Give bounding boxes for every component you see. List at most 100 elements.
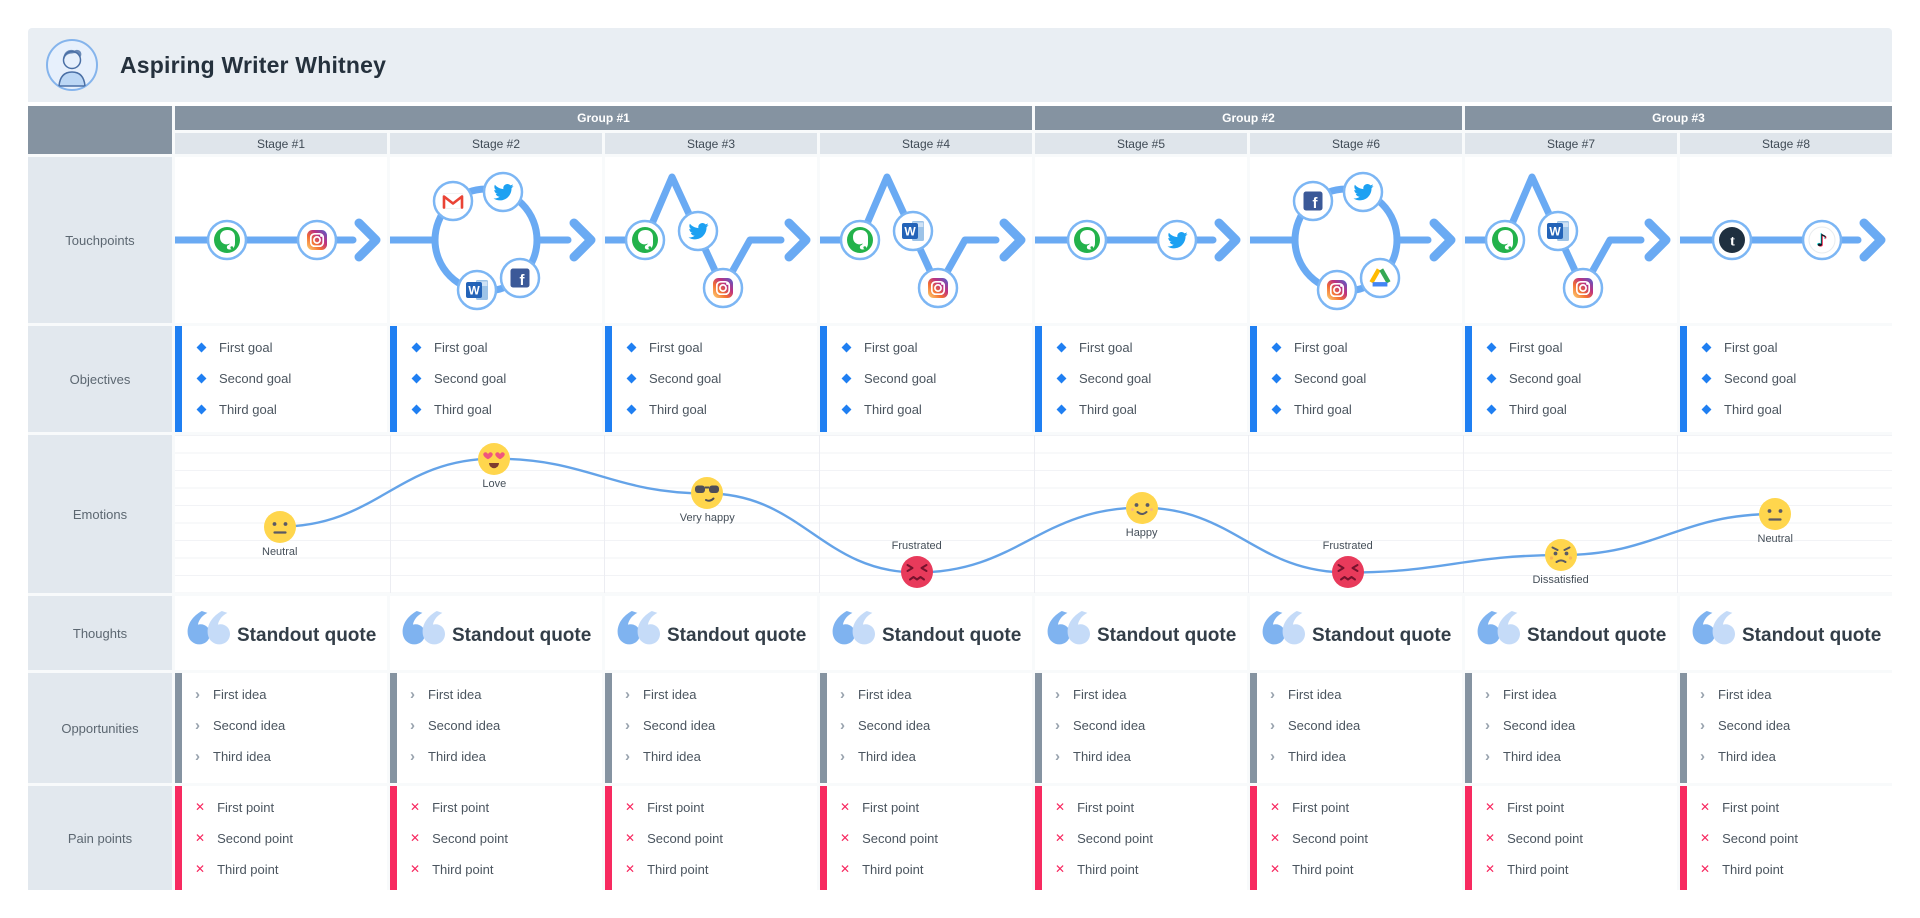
opportunity-item[interactable]: ›Third idea [1270,747,1346,765]
pain-point-cell[interactable]: ✕First point✕Second point✕Third point [175,786,387,890]
word-icon[interactable]: W [1537,210,1579,252]
pain-point-cell[interactable]: ✕First point✕Second point✕Third point [1465,786,1677,890]
objective-item[interactable]: Second goal [625,369,817,387]
objective-item[interactable]: First goal [1485,338,1677,356]
opportunity-item[interactable]: ›First idea [410,685,482,703]
opportunity-cell[interactable]: ›First idea›Second idea›Third idea [1680,673,1892,783]
opportunity-item[interactable]: ›First idea [1485,685,1557,703]
thought-cell[interactable]: Standout quote [390,596,602,670]
opportunity-item[interactable]: ›Second idea [410,716,501,734]
touchpoint-cell[interactable]: f [1250,157,1462,323]
pain-point-item[interactable]: ✕First point [195,799,275,815]
evernote-icon[interactable] [1066,219,1108,261]
thought-cell[interactable]: Standout quote [175,596,387,670]
stage-header-cell[interactable]: Stage #8 [1680,133,1892,154]
thought-cell[interactable]: Standout quote [605,596,817,670]
opportunity-cell[interactable]: ›First idea›Second idea›Third idea [1465,673,1677,783]
thought-cell[interactable]: Standout quote [1250,596,1462,670]
emotion-marker-very_happy[interactable] [690,476,724,510]
emotion-marker-neutral[interactable] [263,510,297,544]
facebook-icon[interactable]: f [499,257,541,299]
emotion-marker-dissatisfied[interactable] [1544,538,1578,572]
twitter-icon[interactable] [1156,219,1198,261]
twitter-icon[interactable] [1342,171,1384,213]
objective-item[interactable]: First goal [410,338,602,356]
pain-point-item[interactable]: ✕First point [1270,799,1350,815]
stage-header-cell[interactable]: Stage #4 [820,133,1032,154]
objective-item[interactable]: Third goal [195,400,387,418]
evernote-icon[interactable] [206,219,248,261]
touchpoint-cell[interactable]: t ♪♪♪ [1680,157,1892,323]
objective-item[interactable]: First goal [195,338,387,356]
thought-cell[interactable]: Standout quote [1680,596,1892,670]
tumblr-icon[interactable]: t [1711,219,1753,261]
pain-point-item[interactable]: ✕Second point [410,830,508,846]
emotion-marker-love[interactable] [477,442,511,476]
stage-header-cell[interactable]: Stage #2 [390,133,602,154]
objective-item[interactable]: Third goal [840,400,1032,418]
stage-header-cell[interactable]: Stage #6 [1250,133,1462,154]
pain-point-cell[interactable]: ✕First point✕Second point✕Third point [1035,786,1247,890]
touchpoint-cell[interactable] [1035,157,1247,323]
objective-item[interactable]: Second goal [1485,369,1677,387]
pain-point-item[interactable]: ✕First point [1485,799,1565,815]
gmail-icon[interactable] [432,180,474,222]
group-header-cell[interactable]: Group #2 [1035,106,1462,130]
objective-item[interactable]: First goal [1055,338,1247,356]
stage-header-cell[interactable]: Stage #7 [1465,133,1677,154]
stage-header-cell[interactable]: Stage #3 [605,133,817,154]
opportunity-cell[interactable]: ›First idea›Second idea›Third idea [1250,673,1462,783]
thought-cell[interactable]: Standout quote [1035,596,1247,670]
objective-item[interactable]: Third goal [625,400,817,418]
opportunity-item[interactable]: ›Second idea [1055,716,1146,734]
opportunity-item[interactable]: ›Second idea [195,716,286,734]
objective-item[interactable]: Third goal [1055,400,1247,418]
objective-item[interactable]: First goal [1700,338,1892,356]
opportunity-cell[interactable]: ›First idea›Second idea›Third idea [605,673,817,783]
instagram-icon[interactable] [296,219,338,261]
touchpoint-cell[interactable] [175,157,387,323]
group-header-cell[interactable]: Group #3 [1465,106,1892,130]
persona-avatar[interactable] [46,39,98,91]
pain-point-item[interactable]: ✕Third point [840,861,924,877]
word-icon[interactable]: W [892,210,934,252]
touchpoint-cell[interactable]: W [1465,157,1677,323]
thought-cell[interactable]: Standout quote [1465,596,1677,670]
touchpoint-cell[interactable] [605,157,817,323]
tiktok-icon[interactable]: ♪♪♪ [1801,219,1843,261]
pain-point-item[interactable]: ✕First point [410,799,490,815]
objective-item[interactable]: First goal [840,338,1032,356]
objective-item[interactable]: Second goal [410,369,602,387]
twitter-icon[interactable] [482,171,524,213]
pain-point-item[interactable]: ✕Third point [1700,861,1784,877]
pain-point-item[interactable]: ✕Second point [1700,830,1798,846]
pain-point-item[interactable]: ✕Second point [840,830,938,846]
opportunity-item[interactable]: ›First idea [195,685,267,703]
objective-item[interactable]: Second goal [195,369,387,387]
instagram-icon[interactable] [1562,267,1604,309]
pain-point-item[interactable]: ✕First point [1055,799,1135,815]
objective-item[interactable]: Third goal [1700,400,1892,418]
pain-point-item[interactable]: ✕Second point [1270,830,1368,846]
touchpoint-cell[interactable]: W [820,157,1032,323]
pain-point-item[interactable]: ✕Third point [1485,861,1569,877]
instagram-icon[interactable] [1316,269,1358,311]
twitter-icon[interactable] [677,210,719,252]
objective-item[interactable]: Second goal [1270,369,1462,387]
objective-item[interactable]: Third goal [1485,400,1677,418]
instagram-icon[interactable] [917,267,959,309]
pain-point-item[interactable]: ✕First point [1700,799,1780,815]
pain-point-cell[interactable]: ✕First point✕Second point✕Third point [1250,786,1462,890]
opportunity-item[interactable]: ›First idea [840,685,912,703]
pain-point-item[interactable]: ✕Second point [625,830,723,846]
group-header-cell[interactable]: Group #1 [175,106,1032,130]
pain-point-cell[interactable]: ✕First point✕Second point✕Third point [820,786,1032,890]
opportunity-item[interactable]: ›First idea [1700,685,1772,703]
